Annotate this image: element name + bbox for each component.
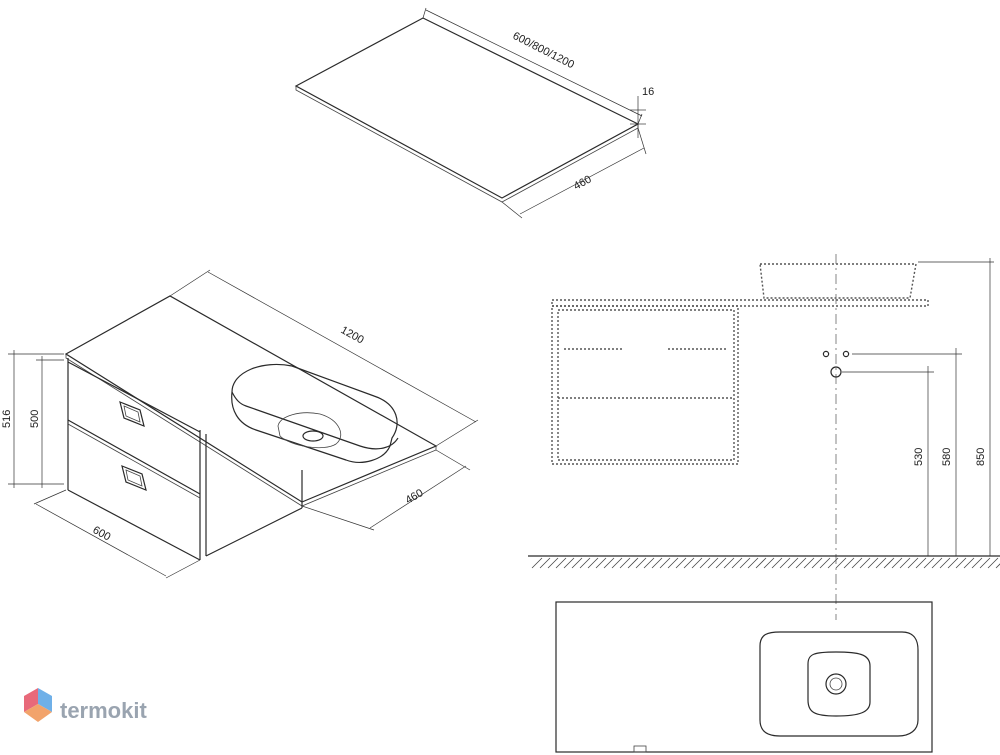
hatch-line xyxy=(939,557,951,569)
hatch-line xyxy=(787,557,799,569)
hatch-line xyxy=(691,557,703,569)
hatch-line xyxy=(547,557,559,569)
hatch-line xyxy=(667,557,679,569)
hatch-line xyxy=(947,557,959,569)
hatch-line xyxy=(747,557,759,569)
hatch-line xyxy=(883,557,895,569)
hatch-line xyxy=(675,557,687,569)
hatch-line xyxy=(627,557,639,569)
dim-iso-length: 1200 xyxy=(339,324,366,346)
cabinet-isometric: 1200 460 600 516 500 xyxy=(1,269,479,579)
hatch-line xyxy=(987,557,999,569)
hatch-line xyxy=(755,557,767,569)
hatch-line xyxy=(779,557,791,569)
hatch-line xyxy=(907,557,919,569)
hatch-line xyxy=(587,557,599,569)
hatch-line xyxy=(683,557,695,569)
drawer-handle-bottom xyxy=(121,465,147,491)
hatch-line xyxy=(539,557,551,569)
floor-hatching xyxy=(531,557,1000,569)
hatch-line xyxy=(619,557,631,569)
hatch-line xyxy=(867,557,879,569)
hatch-line xyxy=(795,557,807,569)
hatch-line xyxy=(819,557,831,569)
hatch-line xyxy=(579,557,591,569)
hatch-line xyxy=(715,557,727,569)
hatch-line xyxy=(859,557,871,569)
hatch-line xyxy=(827,557,839,569)
hatch-line xyxy=(723,557,735,569)
hatch-line xyxy=(963,557,975,569)
hatch-line xyxy=(923,557,935,569)
termokit-logo-text: termokit xyxy=(60,698,147,723)
hatch-line xyxy=(763,557,775,569)
dim-iso-height-body: 500 xyxy=(29,410,41,428)
hatch-line xyxy=(563,557,575,569)
dim-elev-580: 580 xyxy=(941,448,953,466)
plan-view xyxy=(555,601,933,753)
hatch-line xyxy=(811,557,823,569)
hatch-line xyxy=(971,557,983,569)
hatch-line xyxy=(595,557,607,569)
hatch-line xyxy=(651,557,663,569)
dim-top-thickness: 16 xyxy=(642,86,654,98)
dim-iso-width: 600 xyxy=(91,524,113,543)
hatch-line xyxy=(955,557,967,569)
hatch-line xyxy=(731,557,743,569)
hatch-line xyxy=(603,557,615,569)
hatch-line xyxy=(995,563,1000,569)
dim-top-width: 600/800/1200 xyxy=(511,30,576,71)
termokit-logo-icon xyxy=(24,688,52,722)
hatch-line xyxy=(771,557,783,569)
hatch-line xyxy=(899,557,911,569)
hatch-line xyxy=(739,557,751,569)
hatch-line xyxy=(707,557,719,569)
hatch-line xyxy=(699,557,711,569)
hatch-line xyxy=(979,557,991,569)
hatch-line xyxy=(635,557,647,569)
dim-elev-530: 530 xyxy=(913,448,925,466)
dim-elev-850: 850 xyxy=(975,448,987,466)
hatch-line xyxy=(891,557,903,569)
drawer-handle-top xyxy=(119,401,145,427)
hatch-line xyxy=(931,557,943,569)
hatch-line xyxy=(611,557,623,569)
front-elevation: 530 580 850 xyxy=(528,254,1000,620)
hatch-line xyxy=(835,557,847,569)
hatch-line xyxy=(875,557,887,569)
hatch-line xyxy=(803,557,815,569)
countertop-isometric: 600/800/1200 16 460 xyxy=(294,7,654,219)
hatch-line xyxy=(915,557,927,569)
hatch-line xyxy=(843,557,855,569)
termokit-logo: termokit xyxy=(24,688,147,723)
basin-isometric xyxy=(231,363,399,463)
hatch-line xyxy=(659,557,671,569)
hatch-line xyxy=(571,557,583,569)
dim-iso-height-total: 516 xyxy=(1,410,13,428)
dim-iso-depth: 460 xyxy=(404,487,426,507)
hatch-line xyxy=(555,557,567,569)
hatch-line xyxy=(643,557,655,569)
hatch-line xyxy=(531,557,543,569)
hatch-line xyxy=(851,557,863,569)
